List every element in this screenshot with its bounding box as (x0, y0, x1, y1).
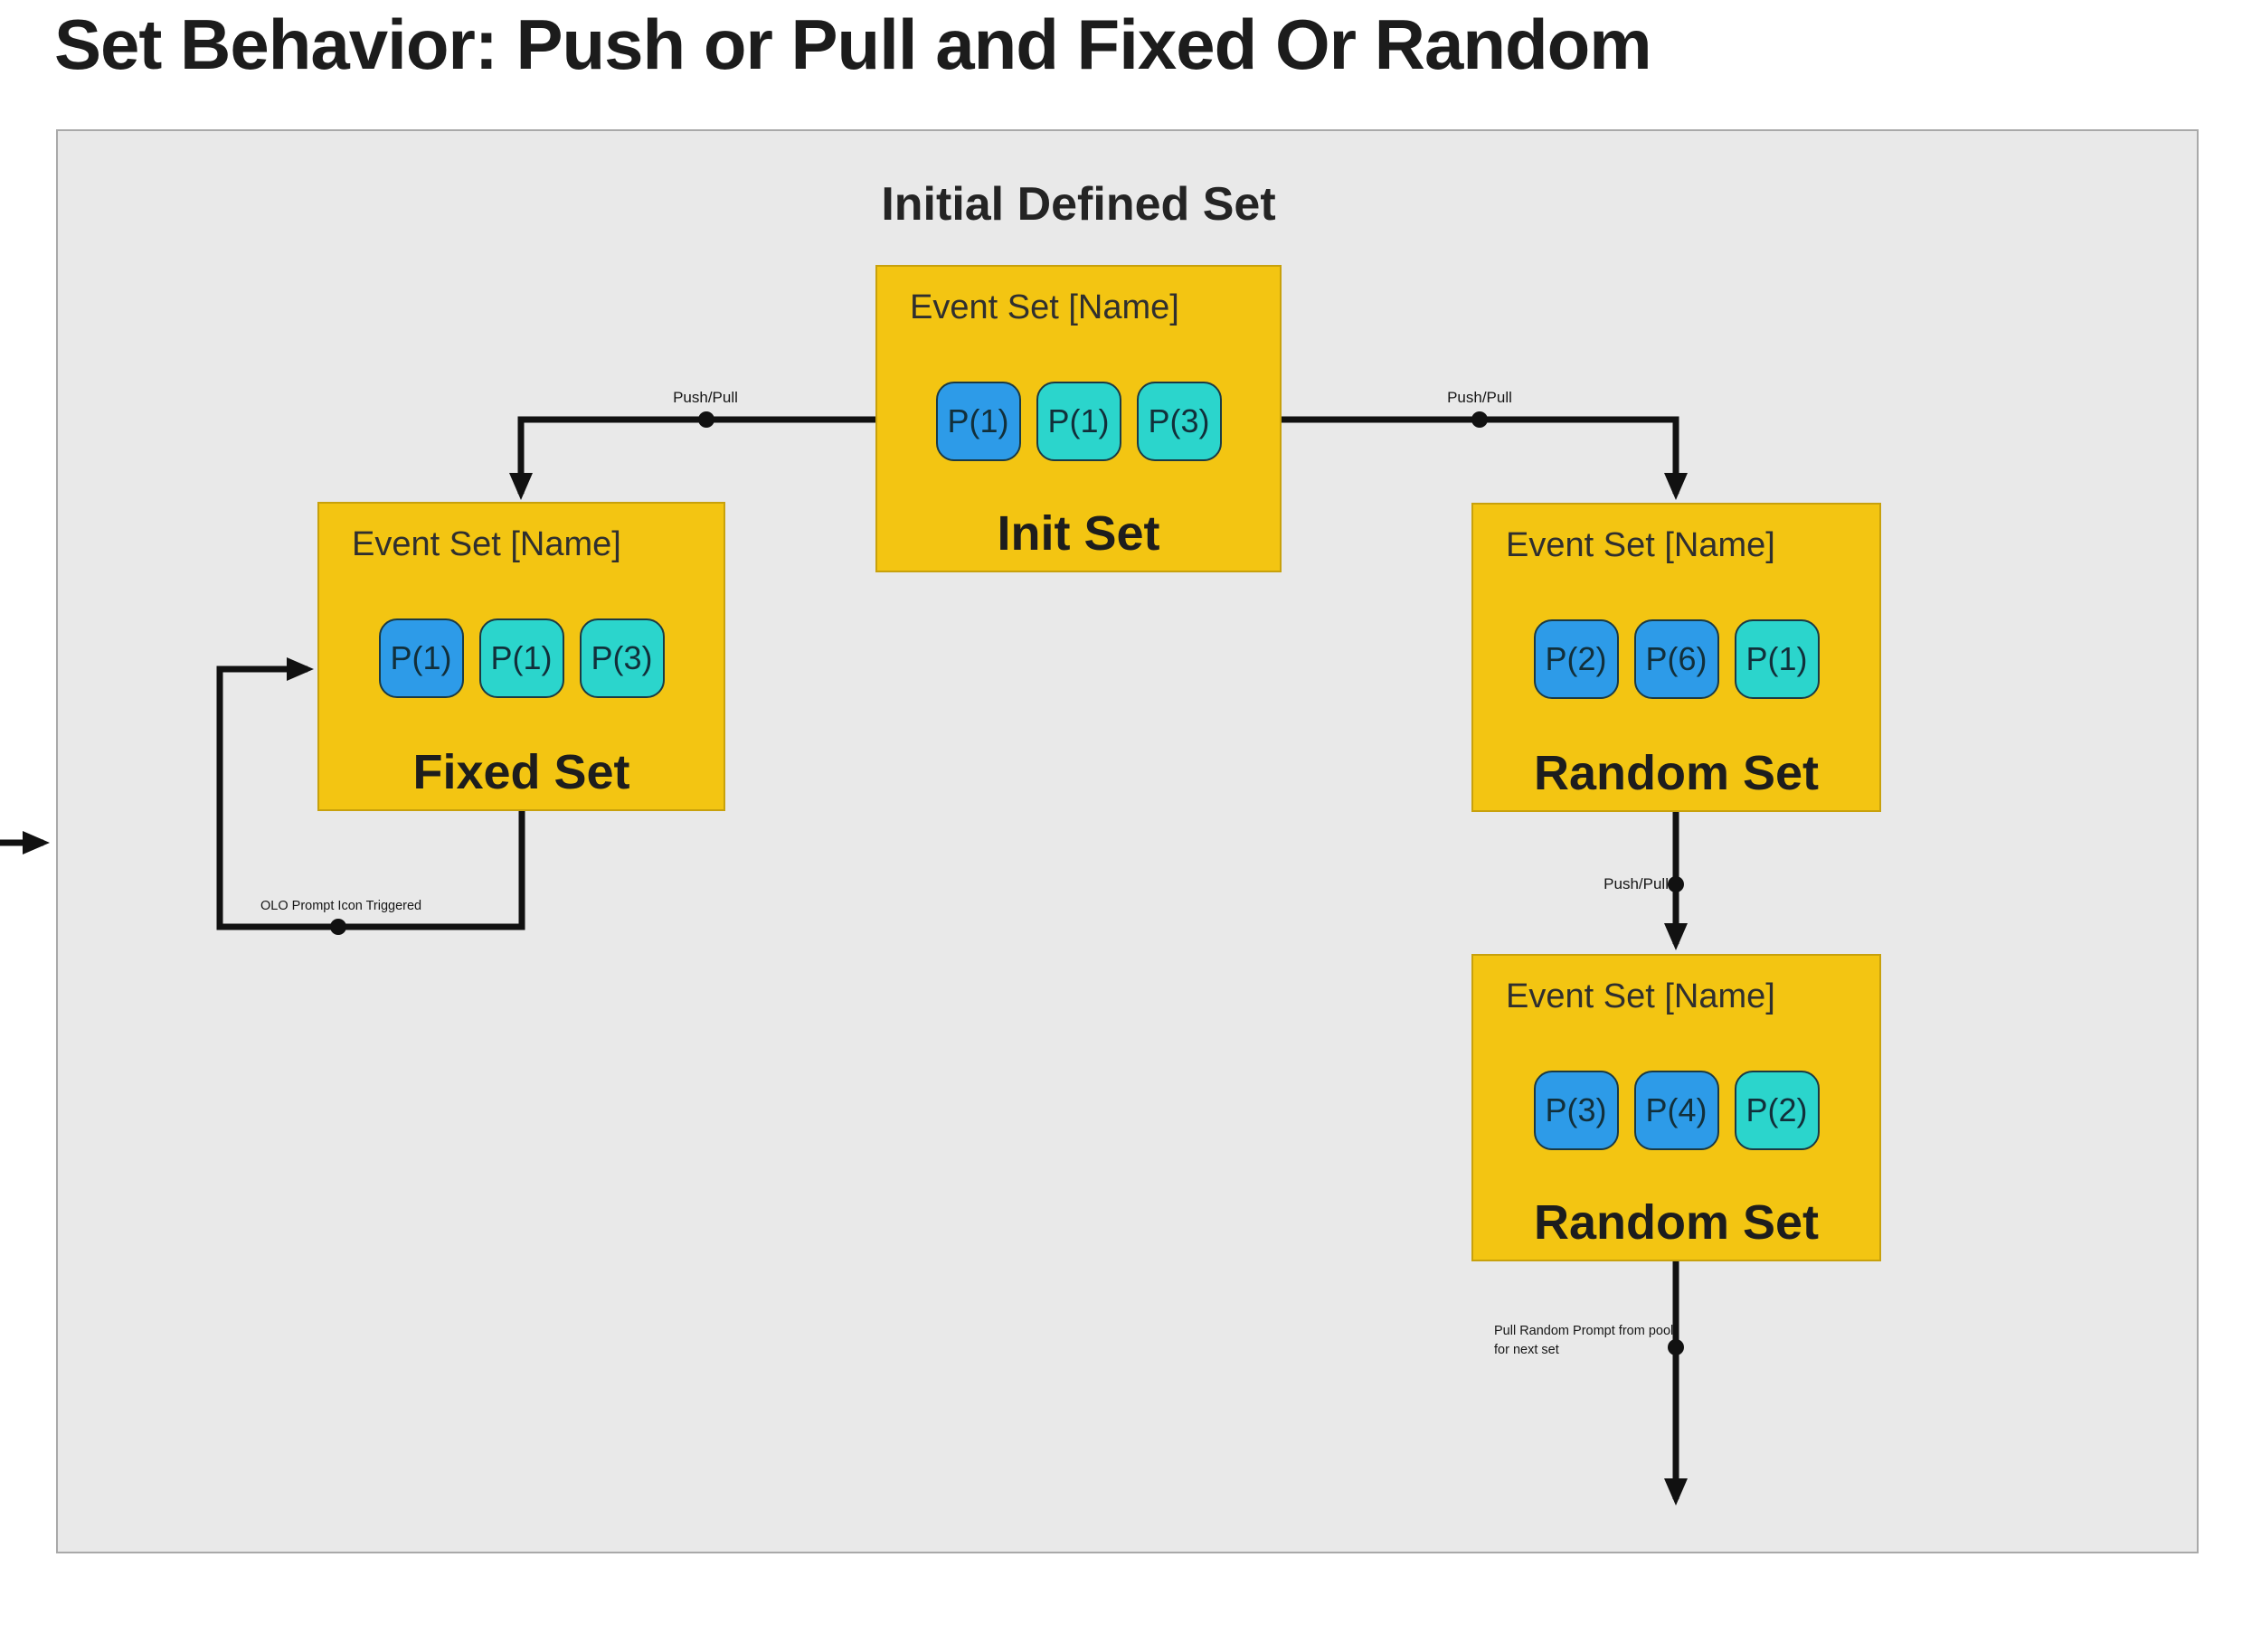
event-set-box-random-1: Event Set [Name] P(2) P(6) P(1) Random S… (1471, 503, 1881, 812)
event-set-title: Event Set [Name] (1506, 977, 1775, 1015)
prompt-chip: P(3) (1136, 382, 1222, 461)
prompt-chip: P(2) (1734, 1071, 1820, 1150)
prompt-chip: P(1) (1036, 382, 1121, 461)
edge-label-pull-random-line1: Pull Random Prompt from pool (1494, 1324, 1674, 1338)
prompt-chip: P(3) (1533, 1071, 1619, 1150)
prompt-chip: P(1) (478, 618, 564, 698)
prompt-chip: P(3) (579, 618, 665, 698)
edge-label-olo-trigger: OLO Prompt Icon Triggered (260, 899, 422, 913)
chips-row: P(2) P(6) P(1) (1473, 619, 1879, 699)
edge-label-pull-random: Pull Random Prompt from pool for next se… (1494, 1322, 1673, 1360)
page-title: Set Behavior: Push or Pull and Fixed Or … (54, 5, 1652, 84)
event-set-title: Event Set [Name] (352, 525, 621, 563)
chips-row: P(1) P(1) P(3) (877, 382, 1280, 461)
diagram-heading: Initial Defined Set (881, 178, 1276, 231)
prompt-chip: P(1) (378, 618, 464, 698)
prompt-chip: P(4) (1633, 1071, 1719, 1150)
set-type-label: Random Set (1533, 1195, 1820, 1250)
edge-label-push-pull-right: Push/Pull (1447, 389, 1512, 406)
prompt-chip: P(1) (1734, 619, 1820, 699)
set-type-label: Fixed Set (412, 745, 630, 799)
edge-label-push-pull-mid: Push/Pull (1604, 875, 1669, 892)
event-set-box-random-2: Event Set [Name] P(3) P(4) P(2) Random S… (1471, 954, 1881, 1261)
prompt-chip: P(1) (935, 382, 1021, 461)
chips-row: P(3) P(4) P(2) (1473, 1071, 1879, 1150)
event-set-title: Event Set [Name] (1506, 526, 1775, 564)
set-type-label: Random Set (1533, 746, 1820, 800)
set-type-label: Init Set (997, 506, 1160, 561)
chips-row: P(1) P(1) P(3) (319, 618, 724, 698)
prompt-chip: P(2) (1533, 619, 1619, 699)
event-set-box-fixed: Event Set [Name] P(1) P(1) P(3) Fixed Se… (317, 502, 725, 811)
event-set-box-init: Event Set [Name] P(1) P(1) P(3) Init Set (875, 265, 1282, 572)
edge-label-pull-random-line2: for next set (1494, 1343, 1559, 1358)
prompt-chip: P(6) (1633, 619, 1719, 699)
edge-label-push-pull-left: Push/Pull (673, 389, 738, 406)
event-set-title: Event Set [Name] (910, 288, 1179, 326)
